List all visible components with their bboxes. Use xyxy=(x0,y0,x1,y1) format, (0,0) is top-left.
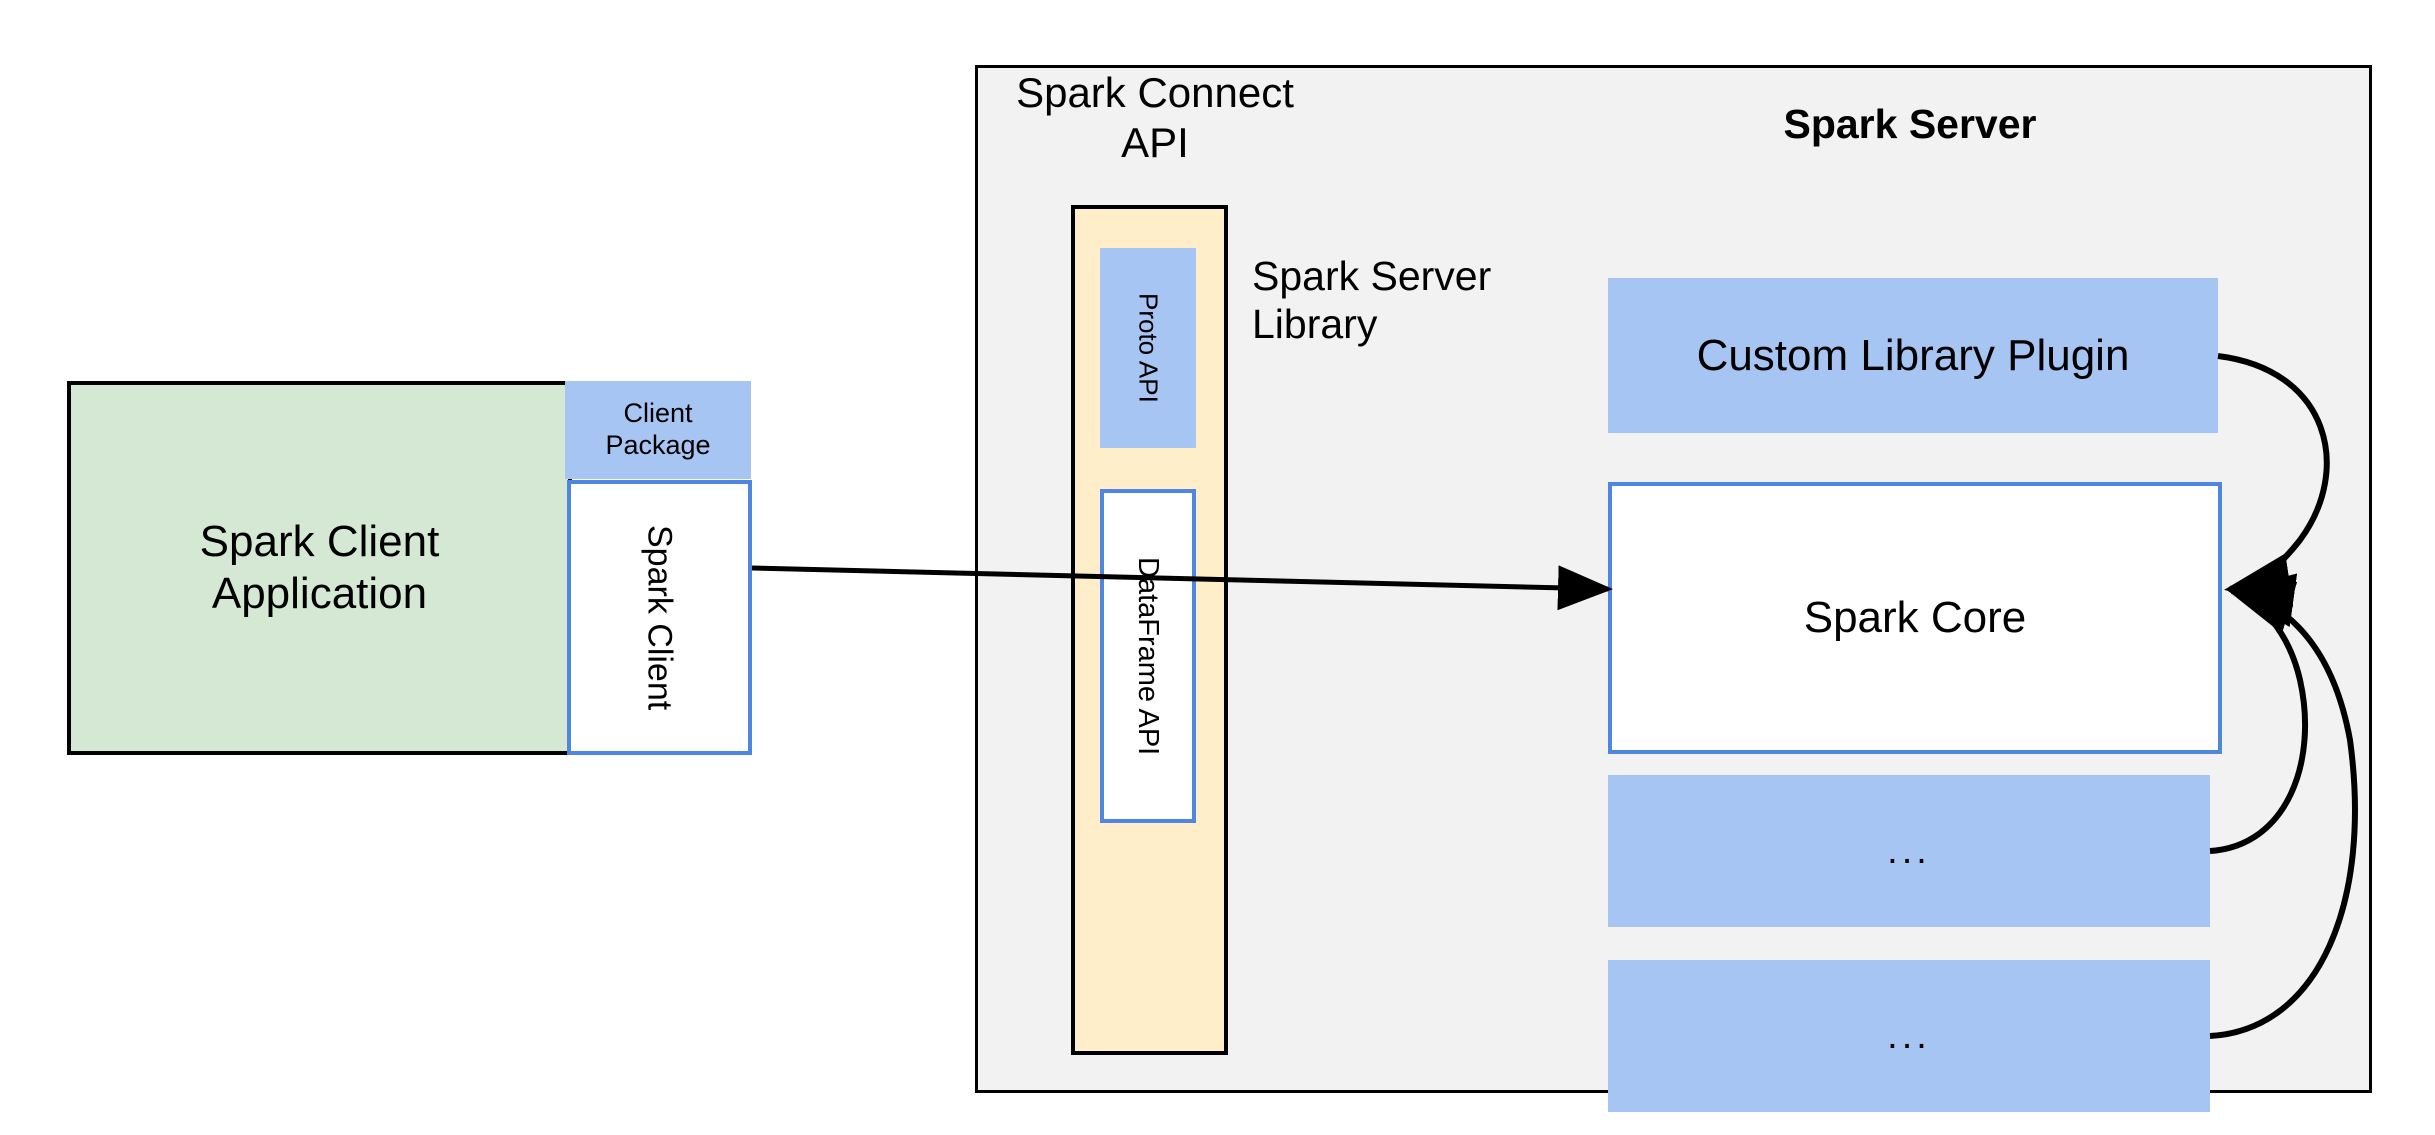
spark-client-box: Spark Client xyxy=(567,480,752,755)
custom-library-plugin-label: Custom Library Plugin xyxy=(1696,330,2130,380)
dataframe-api-box: DataFrame API xyxy=(1100,489,1196,823)
spark-core-label: Spark Core xyxy=(1803,593,2027,643)
spark-server-library-label: Spark Server Library xyxy=(1252,253,1492,348)
spark-client-label: Spark Client xyxy=(640,524,679,711)
dataframe-api-label: DataFrame API xyxy=(1132,556,1165,756)
spark-connect-api-title: Spark Connect API xyxy=(1016,69,1294,166)
spark-client-application-box: Spark Client Application xyxy=(67,381,572,755)
spark-core-box: Spark Core xyxy=(1608,482,2222,754)
proto-api-box: Proto API xyxy=(1100,248,1196,448)
placeholder-label-1: ... xyxy=(1887,829,1931,872)
client-package-box: Client Package xyxy=(565,381,751,479)
placeholder-label-2: ... xyxy=(1887,1014,1931,1057)
spark-server-title: Spark Server xyxy=(1783,100,2037,147)
spark-client-application-label: Spark Client Application xyxy=(199,517,440,618)
placeholder-box-1: ... xyxy=(1608,775,2210,927)
placeholder-box-2: ... xyxy=(1608,960,2210,1112)
client-package-label: Client Package xyxy=(605,398,711,460)
custom-library-plugin-box: Custom Library Plugin xyxy=(1608,278,2218,433)
proto-api-label: Proto API xyxy=(1133,293,1164,403)
